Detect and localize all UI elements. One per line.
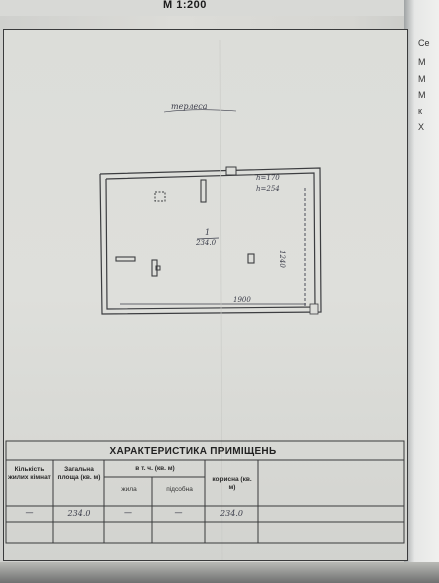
side-fragment: М bbox=[418, 74, 426, 84]
column bbox=[155, 265, 161, 271]
column-dashed bbox=[154, 191, 166, 202]
adjacent-page: Се М М М к Х bbox=[404, 0, 439, 583]
paper-crease bbox=[219, 39, 223, 561]
scale-label: М 1:200 bbox=[163, 0, 207, 11]
col-header-total: Загальна площа (кв. м) bbox=[57, 466, 101, 481]
side-fragment: Се bbox=[418, 38, 430, 48]
side-fragment: Х bbox=[418, 122, 425, 132]
fraction-bar bbox=[196, 237, 220, 240]
dimension-bottom: 1900 bbox=[233, 296, 251, 304]
window bbox=[225, 166, 237, 176]
cell-aux: — bbox=[174, 508, 183, 517]
dimension-h1: h=170 bbox=[256, 174, 280, 182]
column bbox=[200, 179, 207, 203]
side-fragment: М bbox=[418, 57, 426, 67]
label-stroke bbox=[163, 109, 237, 113]
col-header-rooms: Кількість жилих кімнат bbox=[8, 466, 51, 481]
col-header-incl: в т. ч. (кв. м) bbox=[135, 465, 175, 472]
column bbox=[151, 259, 158, 277]
col-header-useful: корисна (кв. м) bbox=[212, 476, 252, 491]
top-strip bbox=[0, 0, 404, 16]
room-number: 1 bbox=[205, 228, 211, 237]
room-area: 234.0 bbox=[196, 239, 217, 247]
column bbox=[247, 253, 255, 264]
beam bbox=[115, 256, 136, 262]
side-fragment: М bbox=[418, 90, 426, 100]
table-title: ХАРАКТЕРИСТИКА ПРИМІЩЕНЬ bbox=[109, 446, 277, 457]
dimension-right: 1240 bbox=[278, 250, 286, 268]
cell-rooms: — bbox=[25, 508, 34, 517]
photo-bottom-edge bbox=[0, 562, 439, 583]
dimension-h2: h=254 bbox=[256, 185, 280, 193]
cell-useful: 234.0 bbox=[220, 509, 243, 518]
floor-label: терлеса bbox=[171, 102, 208, 111]
cell-living: — bbox=[124, 508, 132, 517]
side-fragment: к bbox=[418, 106, 422, 116]
door-opening bbox=[309, 303, 319, 315]
col-header-aux: підсобна bbox=[166, 486, 193, 493]
cell-total: 234.0 bbox=[67, 509, 91, 518]
col-header-living: жила bbox=[121, 486, 137, 493]
